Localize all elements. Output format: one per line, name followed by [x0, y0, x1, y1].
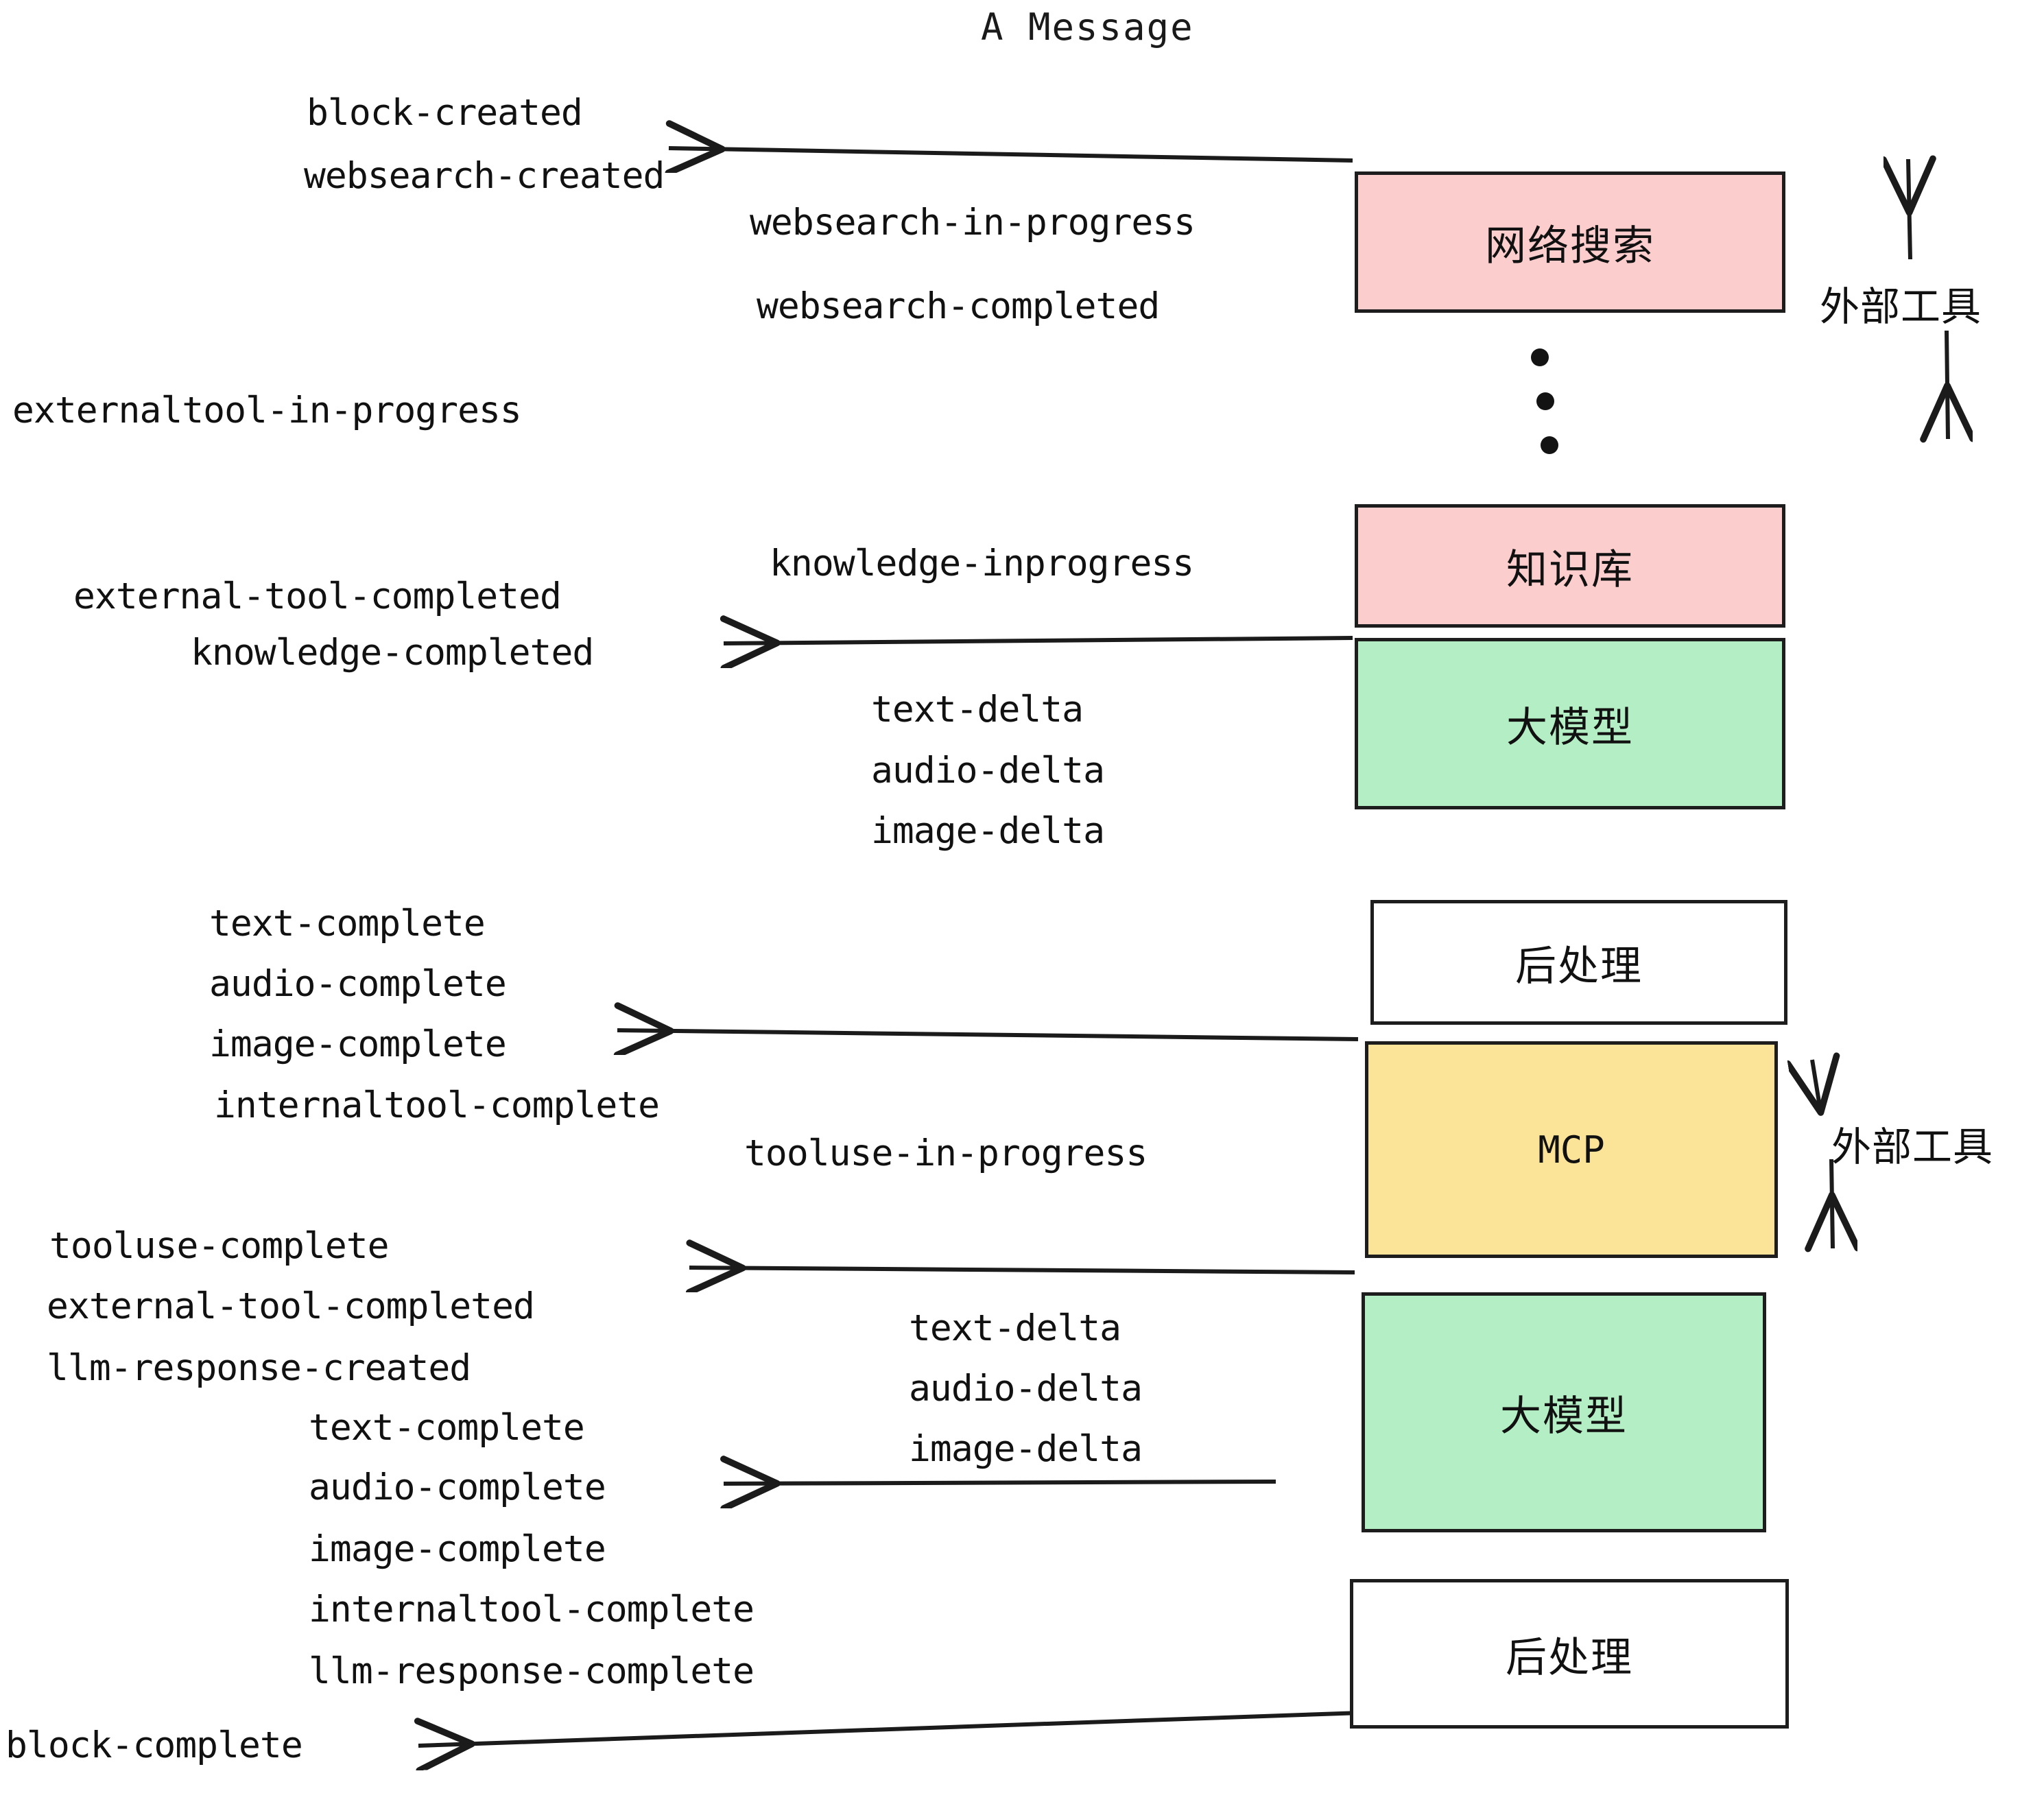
arrow-llm2-to-tooluse-complete — [689, 1268, 1355, 1272]
vertical-ellipsis — [1531, 348, 1558, 454]
node-llm-2[interactable]: 大模型 — [1362, 1292, 1766, 1532]
event-label-text-delta-1: text-delta — [871, 689, 1084, 731]
ellipsis-dot — [1531, 348, 1549, 366]
node-postprocess-2[interactable]: 后处理 — [1350, 1579, 1789, 1729]
node-postprocess-1[interactable]: 后处理 — [1370, 900, 1787, 1025]
event-label-text-complete-1: text-complete — [209, 903, 486, 945]
node-llm-1[interactable]: 大模型 — [1355, 638, 1785, 809]
node-websearch[interactable]: 网络搜索 — [1355, 171, 1785, 313]
arrow-llm2-to-audio-complete — [724, 1482, 1276, 1484]
event-label-websearch-created: websearch-created — [304, 155, 665, 197]
event-label-block-complete: block-complete — [5, 1724, 303, 1766]
event-label-audio-delta-1: audio-delta — [871, 750, 1105, 792]
arrow-external-tools-bottom-down — [1831, 1159, 1833, 1248]
arrow-postprocess2-to-block-complete — [418, 1711, 1362, 1746]
node-llm-1-label: 大模型 — [1506, 703, 1634, 752]
node-mcp-label: MCP — [1538, 1128, 1605, 1172]
event-label-knowledge-inprogress: knowledge-inprogress — [770, 543, 1194, 584]
group-label-external-tools-top: 外部工具 — [1820, 283, 1982, 330]
event-label-internaltool-complete-1: internaltool-complete — [214, 1084, 660, 1126]
event-label-image-delta-2: image-delta — [909, 1428, 1143, 1470]
event-label-audio-delta-2: audio-delta — [909, 1368, 1143, 1410]
event-label-image-delta-1: image-delta — [871, 810, 1105, 852]
event-label-image-complete-2: image-complete — [309, 1528, 606, 1570]
diagram-title: A Message — [981, 5, 1194, 49]
event-label-llm-response-created: llm-response-created — [47, 1347, 471, 1389]
node-postprocess-1-label: 后处理 — [1515, 942, 1643, 990]
arrow-external-tools-top-down — [1947, 330, 1948, 439]
event-label-text-complete-2: text-complete — [309, 1407, 585, 1449]
event-label-externaltool-in-progress: externaltool-in-progress — [12, 390, 522, 431]
arrow-mcp-to-image-complete — [617, 1030, 1359, 1039]
event-label-tooluse-in-progress: tooluse-in-progress — [744, 1132, 1148, 1174]
node-knowledge[interactable]: 知识库 — [1355, 504, 1785, 628]
node-knowledge-label: 知识库 — [1506, 545, 1634, 594]
node-websearch-label: 网络搜索 — [1485, 222, 1655, 270]
node-llm-2-label: 大模型 — [1500, 1392, 1628, 1440]
event-label-external-tool-completed-1: external-tool-completed — [73, 575, 562, 617]
node-mcp[interactable]: MCP — [1365, 1041, 1778, 1258]
event-label-knowledge-completed: knowledge-completed — [191, 632, 594, 674]
arrow-external-tools-bottom-up — [1812, 1060, 1821, 1115]
arrow-llm1-to-knowledge-completed — [724, 638, 1353, 643]
event-label-audio-complete-1: audio-complete — [209, 963, 507, 1005]
event-label-tooluse-complete: tooluse-complete — [49, 1225, 390, 1267]
event-label-image-complete-1: image-complete — [209, 1023, 507, 1065]
event-label-internaltool-complete-2: internaltool-complete — [309, 1589, 754, 1630]
ellipsis-dot — [1536, 392, 1554, 410]
event-label-external-tool-completed-2: external-tool-completed — [47, 1285, 535, 1327]
ellipsis-dot — [1541, 436, 1558, 454]
event-label-text-delta-2: text-delta — [909, 1307, 1121, 1349]
event-label-websearch-completed: websearch-completed — [757, 285, 1160, 327]
group-label-external-tools-bottom: 外部工具 — [1831, 1124, 1994, 1170]
arrow-websearch-to-created — [669, 148, 1353, 161]
node-postprocess-2-label: 后处理 — [1506, 1633, 1633, 1682]
arrow-external-tools-top-up — [1908, 159, 1910, 260]
event-label-block-created: block-created — [307, 92, 583, 134]
event-label-llm-response-complete: llm-response-complete — [309, 1650, 754, 1692]
event-label-websearch-in-progress: websearch-in-progress — [750, 202, 1196, 244]
event-label-audio-complete-2: audio-complete — [309, 1467, 606, 1508]
